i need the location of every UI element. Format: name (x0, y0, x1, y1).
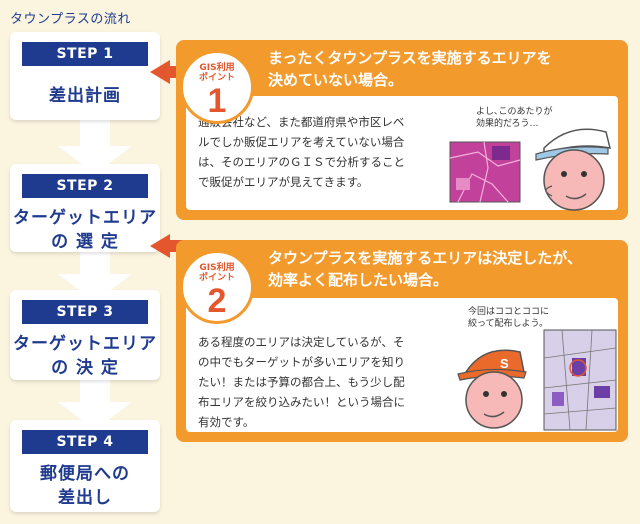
case-title: タウンプラスを実施するエリアは決定したが、 効率よく配布したい場合。 (268, 247, 618, 291)
badge-number: 2 (207, 282, 227, 320)
flow-arrow-down-icon (58, 372, 132, 430)
step-text: ターゲットエリア (13, 208, 157, 228)
case-title-line: 決めていない場合。 (268, 71, 404, 89)
speech-line: 絞って配布しよう。 (468, 319, 549, 329)
description-line: ルでしか販促エリアを考えていない場合 (198, 135, 405, 149)
pointer-arrow-icon (150, 60, 170, 84)
description-line: 通販会社など、また都道府県や市区レベ (198, 115, 405, 129)
speech-bubble: よし､このあたりが 効果的だろう… (476, 106, 553, 130)
step-text: 差出計画 (49, 86, 121, 106)
gis-point-badge-2: GIS利用 ポイント 2 (180, 250, 254, 324)
case-title-line: 効率よく配布したい場合。 (268, 271, 449, 289)
badge-label: ポイント (198, 73, 235, 83)
case-title-line: まったくタウンプラスを実施するエリアを (268, 49, 552, 67)
badge-label: GIS利用 (199, 263, 235, 273)
badge-label: GIS利用 (199, 63, 235, 73)
speech-line: 効果的だろう… (476, 119, 539, 129)
speech-line: よし､このあたりが (476, 107, 553, 117)
man-with-baseball-cap-icon: S (457, 349, 527, 429)
gis-case-panel-2: タウンプラスを実施するエリアは決定したが、 効率よく配布したい場合。 ある程度の… (176, 240, 628, 442)
speech-line: 今回はココとココに (468, 307, 550, 317)
case-description: 通販会社など、また都道府県や市区レベ ルでしか販促エリアを考えていない場合 は、… (198, 112, 460, 192)
badge-number: 1 (207, 82, 227, 120)
step-text: の 決 定 (51, 358, 119, 378)
case-body: 通販会社など、また都道府県や市区レベ ルでしか販促エリアを考えていない場合 は、… (186, 96, 618, 211)
gis-case-panel-1: まったくタウンプラスを実施するエリアを 決めていない場合。 通販会社など、また都… (176, 40, 628, 220)
description-line: は、そのエリアのＧＩＳで分析すること (198, 155, 405, 169)
case-title-line: タウンプラスを実施するエリアは決定したが、 (268, 249, 582, 267)
man-with-cap-icon (535, 128, 612, 211)
step-label: STEP 1 (22, 42, 148, 66)
description-line: 有効です。 (198, 415, 255, 429)
step-card-1: STEP 1 差出計画 (10, 32, 160, 120)
description-line: ある程度のエリアは決定しているが、そ (198, 335, 405, 349)
pointer-arrow-icon (150, 234, 170, 258)
step-label: STEP 3 (22, 300, 148, 324)
step-text: 差出し (58, 488, 112, 508)
gis-map-icon (543, 329, 617, 431)
gis-point-badge-1: GIS利用 ポイント 1 (180, 50, 254, 124)
speech-bubble: 今回はココとココに 絞って配布しよう。 (468, 306, 549, 330)
description-line: たい！または予算の都合上、もう少し配 (198, 375, 405, 389)
step-label: STEP 2 (22, 174, 148, 198)
flow-arrow-down-icon (58, 244, 132, 302)
step-card-2: STEP 2 ターゲットエリア の 選 定 (10, 164, 160, 252)
case-body: ある程度のエリアは決定しているが、そ の中でもターゲットが多いエリアを知り たい… (186, 298, 618, 432)
page-title: タウンプラスの流れ (10, 12, 131, 27)
svg-text:S: S (500, 356, 509, 371)
description-line: 布エリアを絞り込みたい！という場合に (198, 395, 405, 409)
case-title: まったくタウンプラスを実施するエリアを 決めていない場合。 (268, 47, 618, 91)
step-text: 郵便局への (40, 464, 130, 484)
step-card-4: STEP 4 郵便局への 差出し (10, 420, 160, 512)
gis-map-icon (449, 141, 521, 203)
step-text: ターゲットエリア (13, 334, 157, 354)
step-label: STEP 4 (22, 430, 148, 454)
description-line: で販促がエリアが見えてきます。 (198, 175, 369, 189)
step-card-3: STEP 3 ターゲットエリア の 決 定 (10, 290, 160, 380)
flow-arrow-down-icon (58, 116, 132, 174)
step-text: の 選 定 (51, 232, 119, 252)
case-description: ある程度のエリアは決定しているが、そ の中でもターゲットが多いエリアを知り たい… (198, 332, 460, 432)
description-line: の中でもターゲットが多いエリアを知り (198, 355, 405, 369)
badge-label: ポイント (198, 273, 235, 283)
